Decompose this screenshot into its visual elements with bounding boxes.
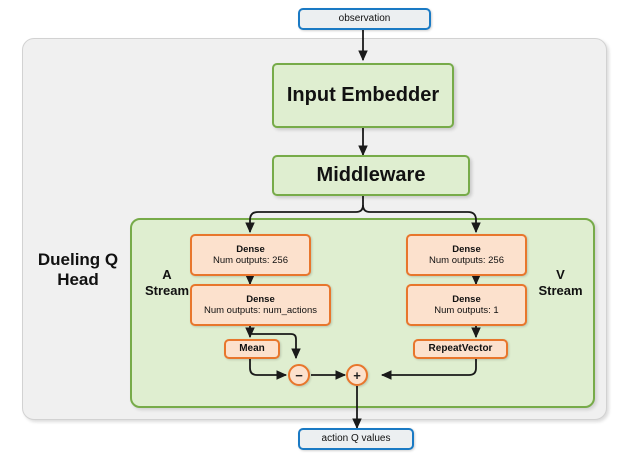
advantage-stream-label: A Stream [144, 267, 190, 298]
action-q-values-label: action Q values [321, 433, 391, 445]
node-subtitle: Num outputs: 1 [434, 305, 499, 316]
input-embedder-label: Input Embedder [286, 83, 440, 106]
middleware-label: Middleware [316, 163, 426, 186]
dueling-q-head-label: Dueling Q Head [37, 250, 119, 290]
value-stream-label: V Stream [538, 267, 583, 298]
observation-label: observation [338, 13, 391, 25]
node-title: Dense [236, 243, 265, 255]
subtract-operator: − [288, 364, 310, 386]
node-title: Mean [239, 343, 265, 355]
node-title: Dense [452, 243, 481, 255]
node-title: RepeatVector [428, 343, 493, 355]
node-title: Dense [452, 293, 481, 305]
advantage-dense-actions-node: Dense Num outputs: num_actions [190, 284, 331, 326]
add-operator: + [346, 364, 368, 386]
input-embedder-node: Input Embedder [272, 63, 454, 128]
node-subtitle: Num outputs: 256 [429, 255, 504, 266]
plus-icon: + [353, 367, 361, 383]
value-dense-1-node: Dense Num outputs: 1 [406, 284, 527, 326]
node-subtitle: Num outputs: 256 [213, 255, 288, 266]
observation-node: observation [298, 8, 431, 30]
action-q-values-node: action Q values [298, 428, 414, 450]
advantage-dense-256-node: Dense Num outputs: 256 [190, 234, 311, 276]
mean-node: Mean [224, 339, 280, 359]
node-subtitle: Num outputs: num_actions [203, 305, 317, 316]
minus-icon: − [295, 367, 303, 383]
repeat-vector-node: RepeatVector [413, 339, 508, 359]
middleware-node: Middleware [272, 155, 470, 196]
node-title: Dense [246, 293, 275, 305]
value-dense-256-node: Dense Num outputs: 256 [406, 234, 527, 276]
